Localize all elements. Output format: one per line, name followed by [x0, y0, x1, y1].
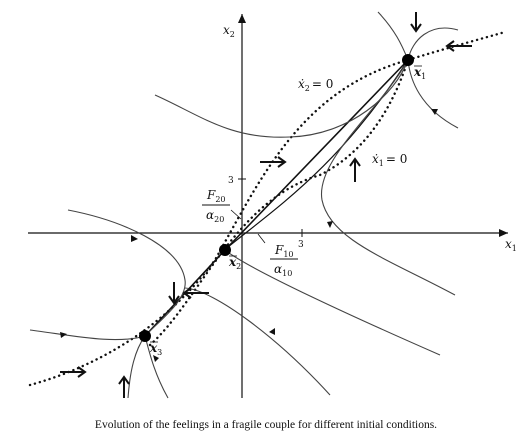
equilibrium-label-x3: x3: [149, 341, 162, 357]
trajectory-lower-middle: [184, 287, 331, 396]
x2-tick-label: 3: [228, 176, 234, 186]
isocline-label-x1dot: ẋ1= 0: [372, 152, 407, 168]
f10-numerator: F10: [274, 243, 294, 259]
direction-arrow: [349, 157, 361, 182]
equilibrium-point-x1: [402, 54, 414, 66]
trajectory-left-lower: [29, 329, 146, 341]
trajectory-upper-left: [154, 59, 409, 138]
trajectory-bottom: [127, 335, 146, 399]
flow-arrowhead: [131, 235, 138, 242]
trajectory-left-upper: [67, 209, 186, 337]
direction-arrow: [445, 40, 472, 52]
equilibrium-point-x3: [139, 330, 151, 342]
direction-arrow: [118, 375, 130, 398]
figure-caption: Evolution of the feelings in a fragile c…: [94, 419, 438, 431]
phase-portrait-svg: x1 x2 3 3: [28, 11, 517, 399]
x1-tick-label: 3: [298, 240, 304, 250]
flow-arrowhead: [60, 332, 67, 338]
stable-manifold-upper: [224, 59, 409, 251]
direction-arrow: [182, 287, 209, 299]
trajectory-middle-right: [321, 59, 456, 296]
f20-numerator: F20: [206, 188, 226, 204]
x2-axis-label: x2: [223, 23, 235, 39]
trajectory-lower-right: [224, 249, 441, 356]
equilibrium-point-x2: [219, 244, 231, 256]
flow-arrowhead: [269, 328, 275, 335]
trajectory-top-right: [377, 11, 409, 61]
f20-pointer: [230, 209, 242, 220]
flow-arrowhead: [431, 109, 438, 115]
x1-axis-label: x1: [505, 237, 517, 253]
isocline-label-x2dot: ẋ2= 0: [298, 77, 333, 93]
direction-arrow: [168, 282, 180, 305]
flow-arrowhead: [327, 221, 333, 228]
flow-arrowhead: [153, 355, 159, 362]
f10-pointer: [257, 233, 266, 244]
direction-arrow: [410, 12, 422, 33]
f20-denominator: α20: [206, 208, 224, 224]
isocline-x2dot-zero: [28, 30, 507, 387]
equilibrium-label-x2: x2: [228, 255, 241, 271]
trajectory-right-lower: [407, 59, 459, 129]
equilibrium-label-x1: x1: [413, 65, 426, 81]
f10-denominator: α10: [274, 262, 292, 278]
direction-arrow: [60, 366, 87, 378]
direction-arrow: [260, 156, 287, 168]
isocline-x1dot-zero: [148, 58, 410, 347]
